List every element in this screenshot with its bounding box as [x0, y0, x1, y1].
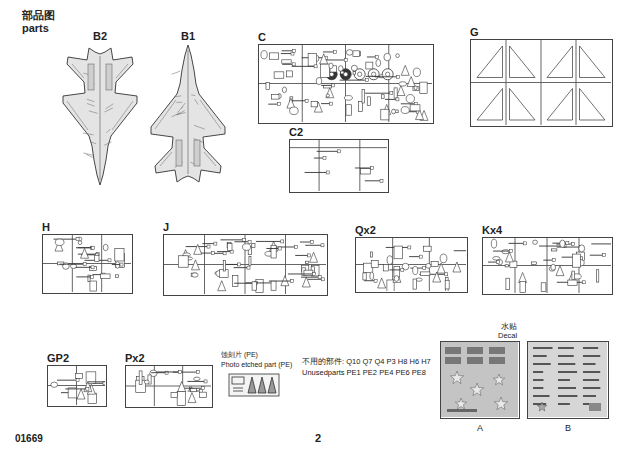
sprue-letter: Kx4 [482, 224, 613, 237]
note-text: Unusedparts PE1 PE2 PE4 PE6 PE8 [302, 367, 426, 378]
fuselage-half [63, 48, 137, 185]
sprue-frame: A [440, 341, 520, 435]
sprue-parts [471, 40, 611, 125]
photo-etch-fret [229, 374, 279, 396]
sprue-letter: GP2 [47, 352, 107, 365]
sprue-frame: Kx4 [482, 224, 613, 295]
sprue-runner [527, 341, 609, 419]
sprue-frame: G [470, 26, 613, 127]
sprue-letter: J [163, 221, 328, 234]
sprue-runner [42, 234, 133, 294]
note-text: 不用的部件: Q10 Q7 Q4 P3 H8 H6 H7 [302, 356, 431, 367]
sprue-runner [470, 39, 613, 127]
note-text: Photo etched part (PE) [221, 360, 292, 370]
sprue-parts [483, 238, 611, 293]
sprue-letter: A [440, 422, 520, 435]
sprue-runner [355, 237, 468, 293]
fuselage-half [151, 45, 225, 182]
sprue-letter: G [470, 26, 613, 39]
sprue-letter: C2 [289, 126, 389, 139]
sprue-runner [125, 365, 213, 408]
sprue-runner [440, 341, 520, 419]
sprue-parts [441, 342, 518, 417]
kit-number: 01669 [15, 433, 43, 444]
part-label: B2 [93, 31, 107, 42]
page-number: 2 [315, 433, 321, 444]
sprue-frame: C2 [289, 126, 389, 193]
page-title: 部品图 parts [22, 9, 62, 35]
sprue-letter: C [258, 31, 434, 44]
sprue-frame: H [42, 221, 133, 294]
sprue-letter: B [527, 422, 609, 435]
sprue-parts [43, 235, 131, 292]
sprue-runner [289, 139, 389, 193]
sprue-parts [290, 140, 387, 191]
decal-label: 水贴 [501, 321, 517, 332]
note-text: 蚀刻片 (PE) [221, 350, 292, 360]
sprue-runner [163, 234, 328, 296]
sprue-frame: J [163, 221, 328, 296]
sprue-parts [164, 235, 326, 294]
sprue-frame: Px2 [125, 352, 213, 408]
sprue-parts [48, 366, 105, 405]
sprue-parts [126, 366, 211, 406]
decal-label: Decal [498, 330, 517, 341]
sprue-letter: Px2 [125, 352, 213, 365]
sprue-parts [356, 238, 466, 291]
sprue-runner [258, 44, 434, 124]
sprue-letter: Qx2 [355, 224, 468, 237]
part-label: B1 [181, 31, 195, 42]
sprue-parts [259, 45, 432, 122]
sprue-letter: H [42, 221, 133, 234]
sprue-frame: Qx2 [355, 224, 468, 293]
sprue-runner [47, 365, 107, 407]
sprue-frame: C [258, 31, 434, 124]
sprue-frame: GP2 [47, 352, 107, 407]
sprue-parts [528, 342, 607, 417]
sprue-runner [482, 237, 613, 295]
photo-etch-note: 蚀刻片 (PE)Photo etched part (PE) [221, 350, 292, 370]
sprue-frame: B [527, 341, 609, 435]
